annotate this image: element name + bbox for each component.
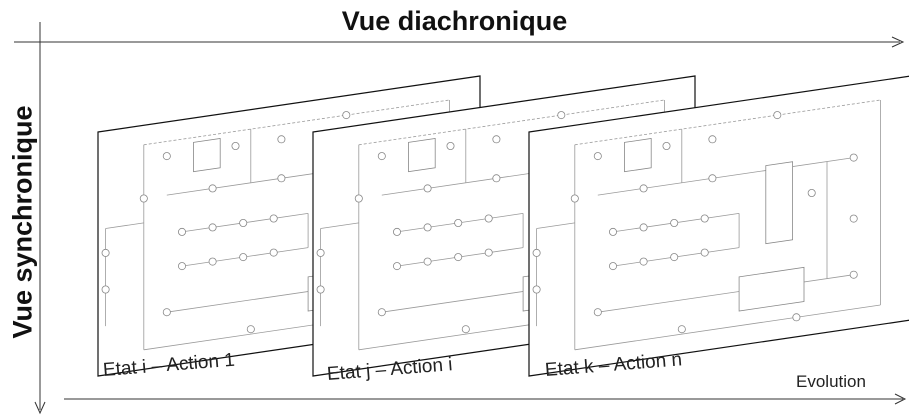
evolution-label: Evolution [796,372,866,391]
schematic-node [492,174,501,183]
diachronic-title: Vue diachronique [341,6,568,36]
schematic-node [454,218,463,227]
schematic-node [316,285,325,294]
schematic-node [246,325,255,334]
state-frame-3 [528,75,909,377]
schematic-node [446,141,455,150]
schematic-node [101,285,110,294]
schematic-node [849,270,858,279]
schematic-node [231,141,240,150]
schematic-node [677,325,686,334]
schematic-node [593,152,602,161]
schematic-block [408,138,436,173]
schematic-node [849,214,858,223]
schematic-node [700,248,709,257]
schematic-node [162,308,171,317]
evolution-arrow-icon [894,393,907,405]
schematic-wire [574,304,881,351]
schematic-node [392,262,401,271]
schematic-wire [574,99,881,146]
schematic-block [765,161,793,245]
synchronic-arrow-icon [34,401,46,415]
schematic-node [354,194,363,203]
schematic-node [807,188,816,197]
schematic-node [208,223,217,232]
schematic-wire [320,222,359,229]
state-plane [528,75,909,377]
schematic-node [342,111,351,120]
schematic-node [708,135,717,144]
schematic-node [239,218,248,227]
schematic-node [423,184,432,193]
schematic-node [101,248,110,257]
schematic-node [484,248,493,257]
schematic-node [377,308,386,317]
schematic-node [662,141,671,150]
schematic-node [593,308,602,317]
schematic-node [609,262,618,271]
schematic-node [639,184,648,193]
schematic-wire [597,274,854,313]
schematic-node [557,111,566,120]
schematic-node [423,223,432,232]
schematic-node [849,153,858,162]
schematic-node [639,223,648,232]
schematic-node [162,152,171,161]
schematic-node [700,214,709,223]
schematic-node [316,248,325,257]
schematic-node [208,184,217,193]
schematic-node [670,218,679,227]
diachronic-arrow-icon [891,36,905,48]
schematic-node [570,194,579,203]
schematic-node [392,227,401,236]
schematic-node [277,174,286,183]
schematic-node [492,135,501,144]
schematic-node [454,253,463,262]
schematic-node [239,253,248,262]
schematic-node [461,325,470,334]
schematic-node [269,248,278,257]
schematic-node [609,227,618,236]
schematic-node [177,262,186,271]
schematic-node [670,253,679,262]
schematic-node [269,214,278,223]
schematic-node [277,135,286,144]
schematic-node [423,257,432,266]
schematic-block [738,266,805,312]
schematic-node [792,313,801,322]
schematic-node [532,248,541,257]
schematic-wire [105,222,144,229]
schematic-node [708,174,717,183]
schematic-block [193,138,221,173]
schematic-node [377,152,386,161]
schematic-node [139,194,148,203]
schematic-node [639,257,648,266]
schematic-wire [358,99,665,146]
schematic-node [208,257,217,266]
schematic-node [532,285,541,294]
schematic-node [773,111,782,120]
schematic-block [624,138,652,173]
schematic-node [177,227,186,236]
synchronic-title: Vue synchronique [7,105,38,339]
schematic-node [484,214,493,223]
schematic-wire [536,222,575,229]
schematic-wire [143,99,450,146]
